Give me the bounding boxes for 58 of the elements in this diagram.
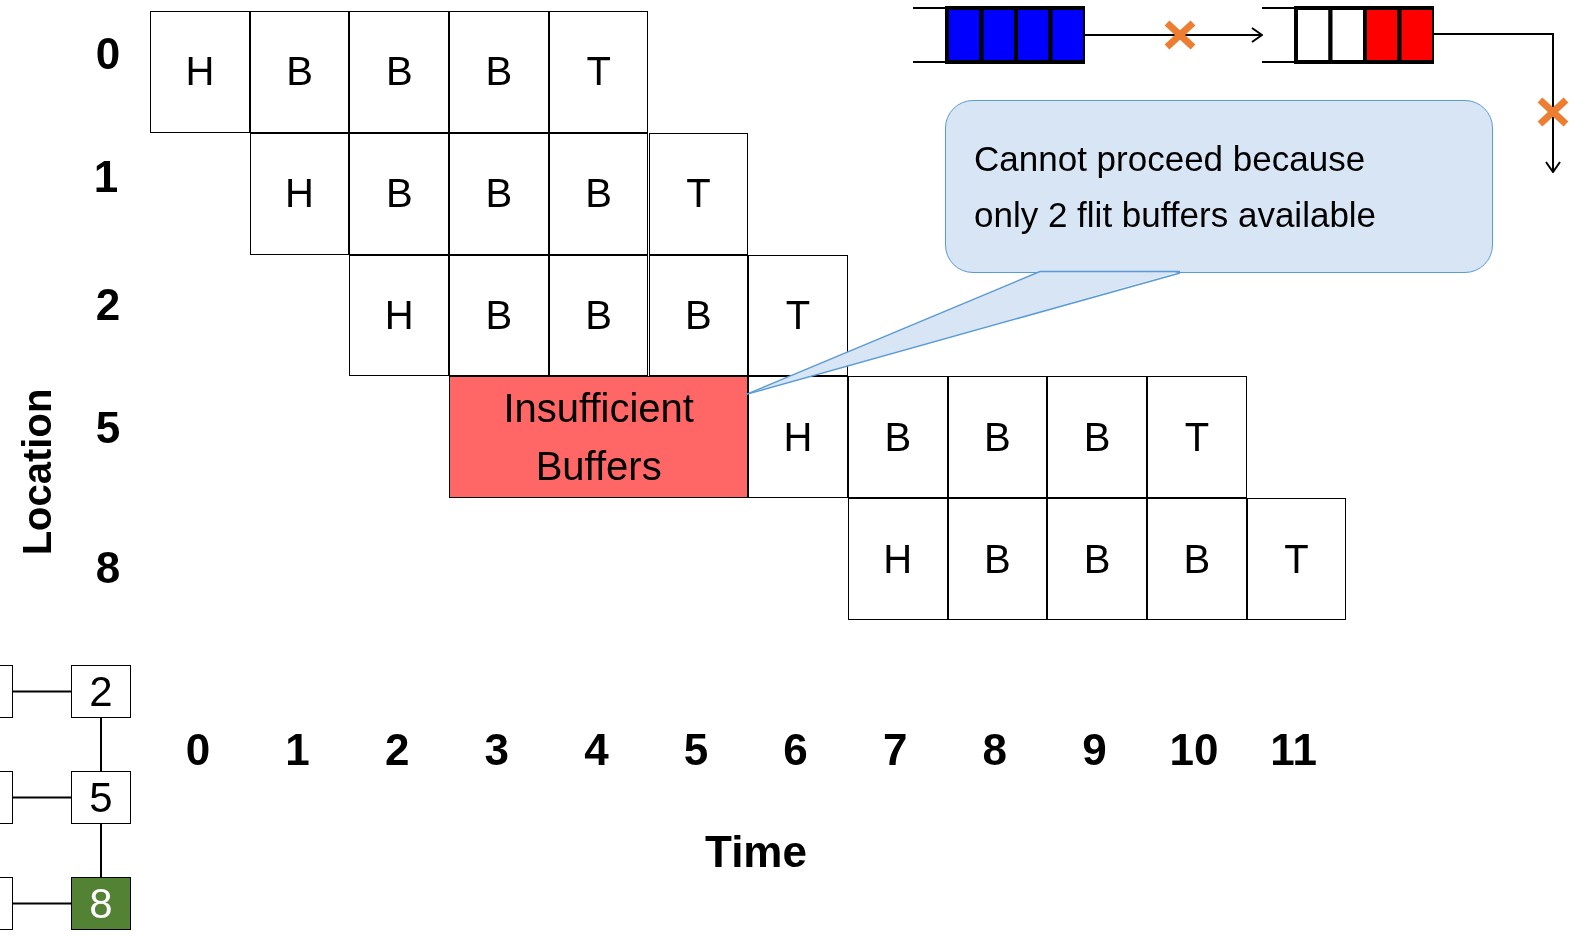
arrow [1084, 27, 1263, 43]
tick-label: 3 [484, 725, 510, 775]
router-box: 5 [71, 771, 131, 824]
link-line [100, 823, 102, 878]
flit-cell: B [548, 132, 649, 255]
link-line [12, 690, 72, 693]
flit-cell: B [449, 132, 549, 255]
link-line [12, 796, 72, 799]
flit-cell: B [349, 11, 450, 133]
tick-label: 0 [185, 725, 211, 775]
flit-cell: B [648, 254, 749, 377]
row-label: 2 [95, 280, 121, 330]
stall-block: Insufficient Buffers [449, 376, 749, 499]
link-line [100, 717, 102, 772]
tick-label: 8 [982, 725, 1008, 775]
router-box: 8 [71, 877, 131, 930]
flit-cell: T [648, 132, 749, 255]
flit-cell: T [1147, 376, 1247, 499]
row-label: 1 [93, 152, 119, 202]
tick-label: 6 [783, 725, 808, 775]
flit-cell: H [150, 11, 250, 133]
buffer-queue [913, 6, 1085, 64]
callout-bubble: Cannot proceed because only 2 flit buffers available [945, 100, 1493, 273]
flit-cell: T [748, 254, 848, 377]
flit-cell: B [548, 254, 649, 377]
flit-cell: B [947, 376, 1048, 499]
tick-label: 7 [882, 725, 908, 775]
flit-cell: H [748, 376, 848, 499]
flit-cell: B [349, 132, 450, 255]
flit-cell: B [1047, 498, 1147, 620]
row-label: 5 [95, 403, 121, 453]
flit-cell: T [1246, 498, 1347, 620]
flit-cell: B [1047, 376, 1147, 499]
flit-cell: H [249, 132, 350, 255]
axis-title: Location [14, 388, 60, 556]
flit-cell: B [1147, 498, 1247, 620]
flit-cell: B [947, 498, 1048, 620]
flit-cell: H [349, 254, 450, 377]
tick-label: 5 [683, 725, 709, 775]
axis-title: Time [705, 827, 807, 877]
flit-cell: B [449, 254, 549, 377]
arrow [1433, 33, 1561, 173]
router-box: 2 [71, 665, 131, 718]
tick-label: 2 [384, 725, 410, 775]
tick-label: 11 [1270, 725, 1317, 775]
tick-label: 1 [285, 725, 310, 775]
link-line [12, 902, 72, 905]
flit-cell: B [847, 376, 948, 499]
flit-cell: B [449, 11, 549, 133]
flit-cell: T [548, 11, 649, 133]
row-label: 8 [95, 543, 121, 593]
tick-label: 10 [1169, 725, 1219, 775]
tick-label: 9 [1082, 725, 1107, 775]
flit-cell: B [249, 11, 350, 133]
flit-cell: H [847, 498, 948, 620]
row-label: 0 [95, 29, 121, 79]
buffer-queue [1262, 6, 1434, 64]
tick-label: 4 [584, 725, 609, 775]
